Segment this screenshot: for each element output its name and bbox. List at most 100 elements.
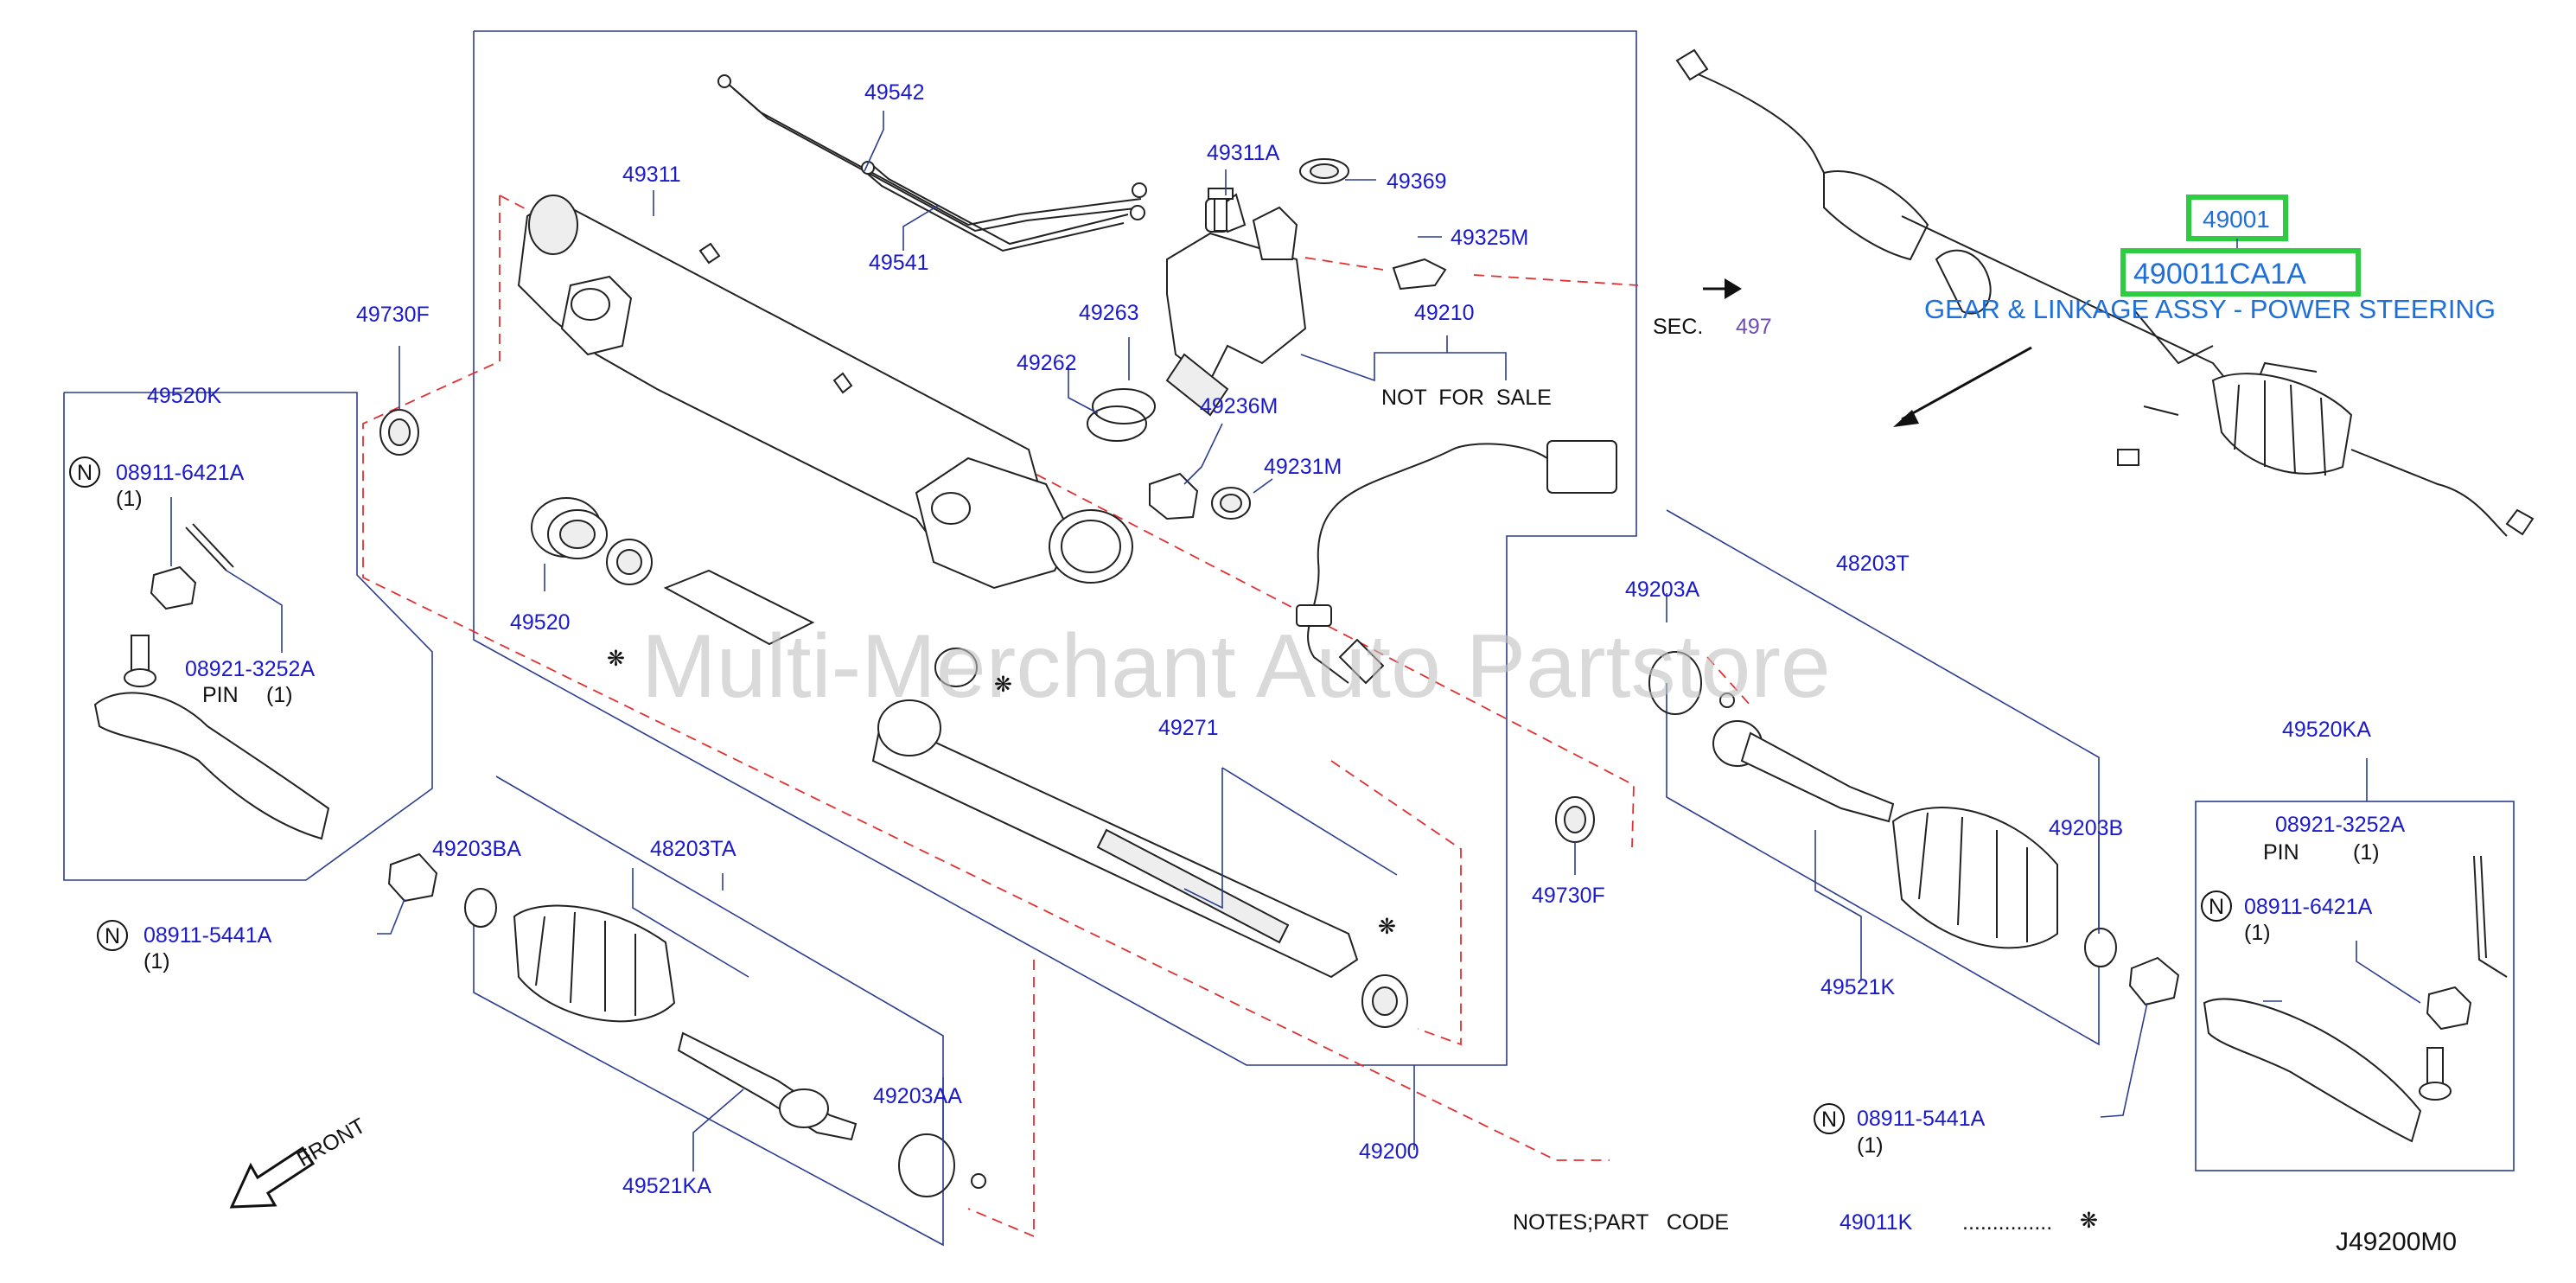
label-08911-5441a-left[interactable]: 08911-5441A <box>143 923 272 948</box>
frame-48203t <box>1666 509 2100 1046</box>
label-08921-3252a-right[interactable]: 08921-3252A <box>2275 813 2405 837</box>
complete-assembly-49001 <box>1675 48 2535 537</box>
label-08921-3252a-left[interactable]: 08921-3252A <box>185 657 315 681</box>
arrow-to-assembly <box>1893 346 2032 427</box>
rack-49271 <box>663 569 1408 1028</box>
oring-49203aa-pin <box>971 1173 986 1189</box>
bolt-49311a <box>1208 188 1234 232</box>
qty-right-pin: (1) <box>2353 840 2380 865</box>
n-marker-right-bottom: N <box>1814 1103 1845 1134</box>
notes-code: 49011K <box>1840 1210 1913 1235</box>
qty-right-nut: (1) <box>2244 921 2271 945</box>
asterisk-mark-rack-seal: ❋ <box>1378 915 1396 939</box>
label-49271[interactable]: 49271 <box>1158 716 1219 740</box>
label-49262[interactable]: 49262 <box>1017 351 1077 375</box>
dashed-line-valve <box>1304 257 1384 271</box>
label-49210[interactable]: 49210 <box>1414 301 1475 325</box>
cotter-pin-08921-3252a-right <box>2473 855 2508 978</box>
label-49325m[interactable]: 49325M <box>1451 226 1528 250</box>
label-49730f-top[interactable]: 49730F <box>356 303 430 327</box>
oring-49262 <box>1087 405 1147 442</box>
oring-49203a <box>1648 651 1702 715</box>
boot-48203ta <box>513 904 676 1023</box>
leader-lines <box>170 111 2421 1171</box>
sec-prefix: SEC. <box>1653 315 1703 339</box>
oring-49203aa <box>898 1133 955 1197</box>
label-49541[interactable]: 49541 <box>869 251 929 275</box>
nut-08911-5441a-right <box>2128 956 2180 1006</box>
callout-box-oem[interactable] <box>2120 248 2361 297</box>
tie-rod-end-left <box>93 635 330 840</box>
label-49203b[interactable]: 49203B <box>2049 816 2123 840</box>
qty-left-pin: (1) <box>266 683 293 707</box>
label-49200[interactable]: 49200 <box>1359 1139 1419 1164</box>
label-49521ka[interactable]: 49521KA <box>622 1174 711 1198</box>
bushing-49231m <box>1211 487 1251 520</box>
pin-right-label: PIN <box>2263 840 2299 865</box>
sec-number-link[interactable]: 497 <box>1736 315 1772 339</box>
svg-text:N: N <box>105 924 120 948</box>
label-49542[interactable]: 49542 <box>864 80 925 105</box>
asterisk-mark-seal: ❋ <box>607 647 625 671</box>
seal-49730f-top <box>379 409 419 456</box>
control-valve-housing <box>1165 193 1307 417</box>
dashed-line-left-housing <box>362 195 1610 1161</box>
label-48203ta[interactable]: 48203TA <box>650 837 736 861</box>
label-48203t[interactable]: 48203T <box>1836 552 1910 576</box>
oring-49203a-pin <box>1719 693 1735 708</box>
inner-tie-rod-49521ka <box>677 1031 858 1141</box>
label-49236m[interactable]: 49236M <box>1200 394 1278 418</box>
dashed-line-upper <box>499 195 1635 848</box>
cap-49236m <box>1149 472 1199 520</box>
inner-tie-rod-49521k <box>1712 720 1895 823</box>
label-49521k[interactable]: 49521K <box>1820 975 1896 999</box>
frame-49520ka <box>2195 801 2515 1171</box>
n-marker-right-top: N <box>2201 890 2232 922</box>
dashed-line-sec <box>1473 274 1639 286</box>
label-49520k[interactable]: 49520K <box>147 384 222 408</box>
label-49369[interactable]: 49369 <box>1387 169 1447 194</box>
watermark: Multi-Merchant Auto Partstore <box>641 616 1831 717</box>
callout-oem-number[interactable]: 490011CA1A <box>2133 258 2306 290</box>
clamp-49203b <box>2084 928 2117 967</box>
svg-text:N: N <box>1821 1107 1837 1132</box>
nut-08911-6421a-left <box>150 565 197 610</box>
label-08911-6421a-left[interactable]: 08911-6421A <box>116 461 245 485</box>
frame-49520k <box>63 392 433 881</box>
callout-part-number[interactable]: 49001 <box>2203 206 2270 233</box>
cotter-pin-08921-3252a-left <box>185 523 234 571</box>
arrow-to-sec <box>1703 278 1742 299</box>
label-49203aa[interactable]: 49203AA <box>873 1084 962 1108</box>
qty-left-nut: (1) <box>116 487 143 511</box>
notes-asterisk: ❋ <box>2080 1209 2098 1233</box>
dashed-line-right-boot <box>1706 656 1751 706</box>
seal-ring-left <box>606 539 653 585</box>
cap-49369 <box>1299 158 1349 184</box>
assembly-frame-49200 <box>473 30 1637 1066</box>
bushing-49520 <box>531 497 608 559</box>
label-49203ba[interactable]: 49203BA <box>432 837 521 861</box>
label-49730f-bottom[interactable]: 49730F <box>1532 884 1605 908</box>
label-49231m[interactable]: 49231M <box>1264 455 1342 479</box>
rack-housing-49311 <box>517 195 1133 590</box>
label-49311a[interactable]: 49311A <box>1207 141 1280 165</box>
label-08911-5441a-right[interactable]: 08911-5441A <box>1857 1107 1986 1131</box>
callout-box-49001[interactable] <box>2186 195 2288 241</box>
pin-left-label: PIN <box>202 683 239 707</box>
label-49520ka[interactable]: 49520KA <box>2282 718 2371 742</box>
callout-description: GEAR & LINKAGE ASSY - POWER STEERING <box>1924 294 2496 324</box>
label-49203a[interactable]: 49203A <box>1625 578 1700 602</box>
diagram-code: J49200M0 <box>2336 1228 2457 1256</box>
oring-49263 <box>1092 388 1156 424</box>
sensor-harness-49210 <box>1296 440 1617 685</box>
dashed-line-rod <box>1330 760 1462 1046</box>
n-marker-left-top: N <box>69 456 100 488</box>
label-49263[interactable]: 49263 <box>1079 301 1139 325</box>
label-49311[interactable]: 49311 <box>622 163 681 187</box>
svg-text:N: N <box>2209 895 2224 919</box>
label-08911-6421a-right[interactable]: 08911-6421A <box>2244 895 2373 919</box>
label-49520[interactable]: 49520 <box>510 610 571 635</box>
notes-prefix: NOTES;PART CODE <box>1513 1210 1729 1235</box>
not-for-sale-label: NOT FOR SALE <box>1381 386 1552 410</box>
